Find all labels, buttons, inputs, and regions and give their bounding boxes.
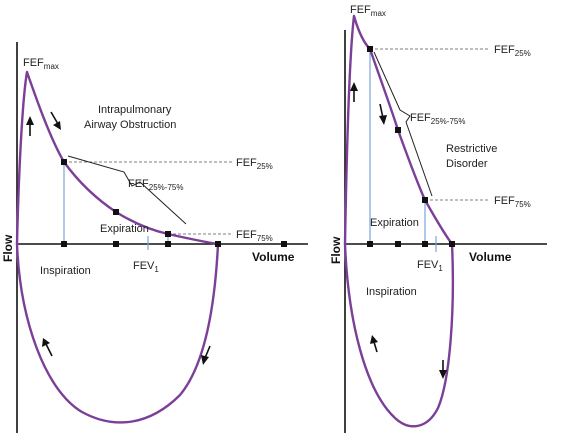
left-volume-axis-title: Volume (252, 250, 295, 264)
left-fev1-label: FEV1 (133, 260, 159, 274)
left-axis-tick (165, 241, 171, 247)
right-condition-line2: Disorder (446, 158, 488, 170)
left-axis-tick (215, 241, 221, 247)
right-flow-axis-title: Flow (329, 236, 343, 264)
left-expiration-label: Expiration (100, 223, 149, 235)
right-inspiratory-curve (343, 242, 455, 428)
right-arrow-inspiration-down (439, 360, 447, 379)
left-axis-tick (61, 241, 67, 247)
left-fef25-label: FEF25% (236, 157, 273, 171)
right-fef-max-label: FEFmax (350, 4, 386, 18)
right-arrow-inspiration-up (370, 335, 378, 353)
left-point-fef75 (165, 231, 171, 237)
right-axis-tick (449, 241, 455, 247)
left-condition-label: Intrapulmonary Airway Obstruction (84, 104, 176, 131)
right-arrow-down (379, 103, 387, 125)
right-fef25-75-bracket (373, 51, 433, 197)
left-point-fef25 (61, 159, 67, 165)
right-condition-label: Restrictive Disorder (446, 143, 500, 170)
right-axis-tick (422, 241, 428, 247)
right-axis-tick (395, 241, 401, 247)
right-axis-tick (367, 241, 373, 247)
right-expiration-label: Expiration (370, 217, 419, 229)
right-point-fef75 (422, 197, 428, 203)
right-panel: FEFmax FEF25% FEF25%-75% Restrictive Dis… (329, 4, 547, 433)
left-panel: FEFmax Intrapulmonary Airway Obstruction… (1, 42, 308, 433)
left-axis-tick (281, 241, 287, 247)
right-fef25-75-label: FEF25%-75% (410, 112, 465, 126)
right-fef75-label: FEF75% (494, 195, 531, 209)
right-arrow-up (350, 82, 358, 102)
left-condition-line1: Intrapulmonary (98, 104, 172, 116)
right-volume-axis-title: Volume (469, 250, 512, 264)
left-arrow-inspiration-down (201, 345, 211, 365)
left-axis-tick (113, 241, 119, 247)
left-fef25-75-bracket (67, 155, 187, 225)
left-fef75-label: FEF75% (236, 229, 273, 243)
left-inspiration-label: Inspiration (40, 265, 91, 277)
left-fef-max-label: FEFmax (23, 57, 59, 71)
right-inspiration-label: Inspiration (366, 286, 417, 298)
right-condition-line1: Restrictive (446, 143, 497, 155)
left-arrow-inspiration-up (42, 338, 53, 357)
right-point-fef50 (395, 127, 401, 133)
left-inspiratory-curve (15, 242, 220, 424)
left-point-fef50 (113, 209, 119, 215)
right-fef25-label: FEF25% (494, 44, 531, 58)
left-fef25-75-label: FEF25%-75% (128, 178, 183, 192)
right-point-fef25 (367, 46, 373, 52)
left-condition-line2: Airway Obstruction (84, 119, 176, 131)
left-arrow-up (26, 116, 34, 136)
right-fev1-label: FEV1 (417, 259, 443, 273)
left-arrow-down (50, 111, 61, 130)
left-expiratory-curve (15, 70, 220, 246)
left-flow-axis-title: Flow (1, 234, 15, 262)
